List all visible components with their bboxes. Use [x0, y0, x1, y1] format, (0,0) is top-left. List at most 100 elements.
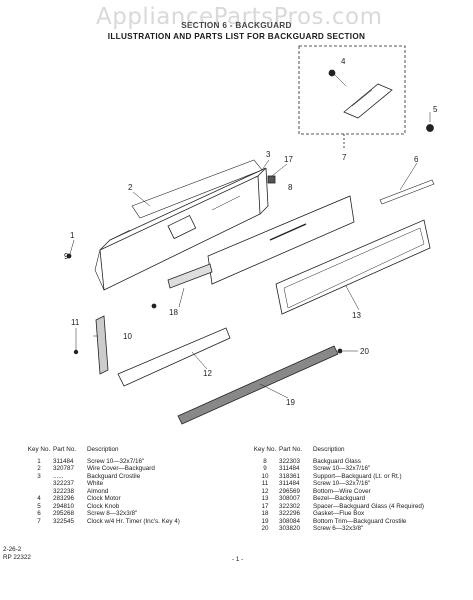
key-cell: 6: [37, 510, 41, 517]
part-number-cell: 318361: [279, 472, 301, 480]
callout-19: 19: [286, 398, 295, 407]
table-row: 6 295268 Screw 8—32x3/8": [25, 510, 235, 518]
backguard-bezel: [275, 219, 431, 315]
key-cell: 3: [37, 472, 41, 480]
description-cell: Spacer—Backguard Glass (4 Required): [313, 502, 424, 510]
description-cell: Gasket—Flue Box: [313, 510, 365, 517]
section-subtitle: ILLUSTRATION AND PARTS LIST FOR BACKGUAR…: [107, 32, 366, 41]
description-cell: Screw 10—32x7/16": [87, 457, 145, 465]
part-number-cell: 295268: [53, 510, 75, 517]
part-number-cell: 320787: [53, 465, 75, 472]
key-cell: 7: [37, 517, 41, 525]
part-number-cell: 311484: [279, 465, 300, 472]
backguard-crostile: [94, 167, 269, 291]
backguard-support-left: [95, 315, 109, 375]
callout-12: 12: [203, 369, 212, 378]
key-cell: [25, 480, 53, 488]
flue-box-gasket: [167, 263, 213, 289]
table-row: 322238 Almond: [25, 488, 235, 496]
key-cell: [25, 488, 53, 496]
callout-10: 10: [123, 332, 132, 341]
section-title: SECTION 6 - BACKGUARD: [181, 21, 292, 30]
callout-13: 13: [352, 311, 361, 320]
description-cell: Clock Motor: [87, 495, 121, 502]
description-cell: Bezel—Backguard: [313, 495, 366, 502]
key-cell: 5: [37, 502, 41, 510]
header-key: Key No.: [27, 446, 51, 453]
callout-20: 20: [360, 347, 369, 356]
exploded-parts-diagram: 4 5 7 3 17 6 2 8 1 9 13 18 11 10 12 20 1…: [64, 45, 438, 425]
description-cell: White: [87, 480, 104, 487]
backguard-support: [379, 179, 435, 205]
part-number-cell: 311484: [53, 457, 74, 465]
table-header: Key No. Part No. Description: [251, 446, 471, 454]
header-part: Part No.: [53, 446, 77, 453]
key-cell: 12: [261, 487, 269, 495]
header-description: Description: [87, 446, 119, 453]
header-key: Key No.: [253, 446, 277, 453]
footer-date: 2-26-2: [3, 546, 22, 553]
bottom-trim: [177, 345, 339, 425]
description-cell: Backguard Crostile: [87, 472, 141, 480]
table-row: 4 283296 Clock Motor: [25, 495, 235, 503]
description-cell: Bottom—Wire Cover: [313, 487, 371, 495]
key-cell: 4: [37, 495, 41, 502]
page-number: - 1 -: [232, 556, 244, 563]
callout-18: 18: [169, 308, 178, 317]
description-cell: Wire Cover—Backguard: [87, 465, 155, 472]
callout-8: 8: [288, 183, 293, 192]
description-cell: Screw 8—32x3/8": [87, 510, 138, 517]
table-row: 12 296569 Bottom—Wire Cover: [251, 488, 471, 496]
part-number-cell: 296569: [279, 487, 301, 495]
callout-5: 5: [433, 105, 438, 114]
part-number-cell: 322237: [53, 480, 75, 487]
description-cell: Clock w/4 Hr. Timer (Inc's. Key 4): [87, 517, 180, 525]
description-cell: Almond: [87, 487, 109, 495]
table-row: 2 320787 Wire Cover—Backguard: [25, 465, 235, 473]
key-cell: 9: [263, 465, 267, 472]
watermark: AppliancePartsPros.com: [96, 4, 383, 30]
key-cell: 20: [261, 525, 269, 532]
callout-17: 17: [284, 155, 293, 164]
part-number-cell: 322302: [279, 502, 301, 510]
table-header: Key No. Part No. Description: [25, 446, 235, 454]
callout-7: 7: [342, 153, 347, 162]
table-row: 1 311484 Screw 10—32x7/16": [25, 458, 235, 466]
callout-6: 6: [414, 155, 419, 164]
bottom-wire-cover: [117, 327, 231, 387]
part-number-cell: 308084: [279, 517, 301, 525]
description-cell: Screw 6—32x3/8": [313, 525, 364, 532]
callout-2: 2: [128, 183, 133, 192]
callout-1: 1: [70, 231, 75, 240]
footer-rp-number: RP 22322: [3, 554, 31, 561]
part-number-cell: 308007: [279, 495, 301, 502]
callout-11: 11: [71, 318, 80, 327]
backguard-glass: [207, 195, 355, 285]
key-cell: 1: [37, 457, 41, 465]
part-number-cell: 322238: [53, 487, 75, 495]
description-cell: Screw 10—32x7/16": [313, 480, 371, 487]
callout-9: 9: [64, 252, 69, 261]
description-cell: Bottom Trim—Backguard Crostile: [313, 517, 407, 525]
wire-cover: [131, 159, 263, 219]
key-cell: 2: [37, 465, 41, 472]
part-number-cell: 322545: [53, 517, 75, 525]
part-number-cell: 322303: [279, 457, 301, 465]
part-number-cell: 283296: [53, 495, 75, 502]
description-cell: Support—Backguard (Lt. or Rt.): [313, 472, 402, 480]
part-number-cell: ......: [53, 472, 64, 480]
header-description: Description: [313, 446, 345, 453]
clock-knob: [426, 124, 434, 132]
key-cell: 8: [263, 457, 267, 465]
callout-3: 3: [266, 150, 271, 159]
table-row: 322237 White: [25, 480, 235, 488]
